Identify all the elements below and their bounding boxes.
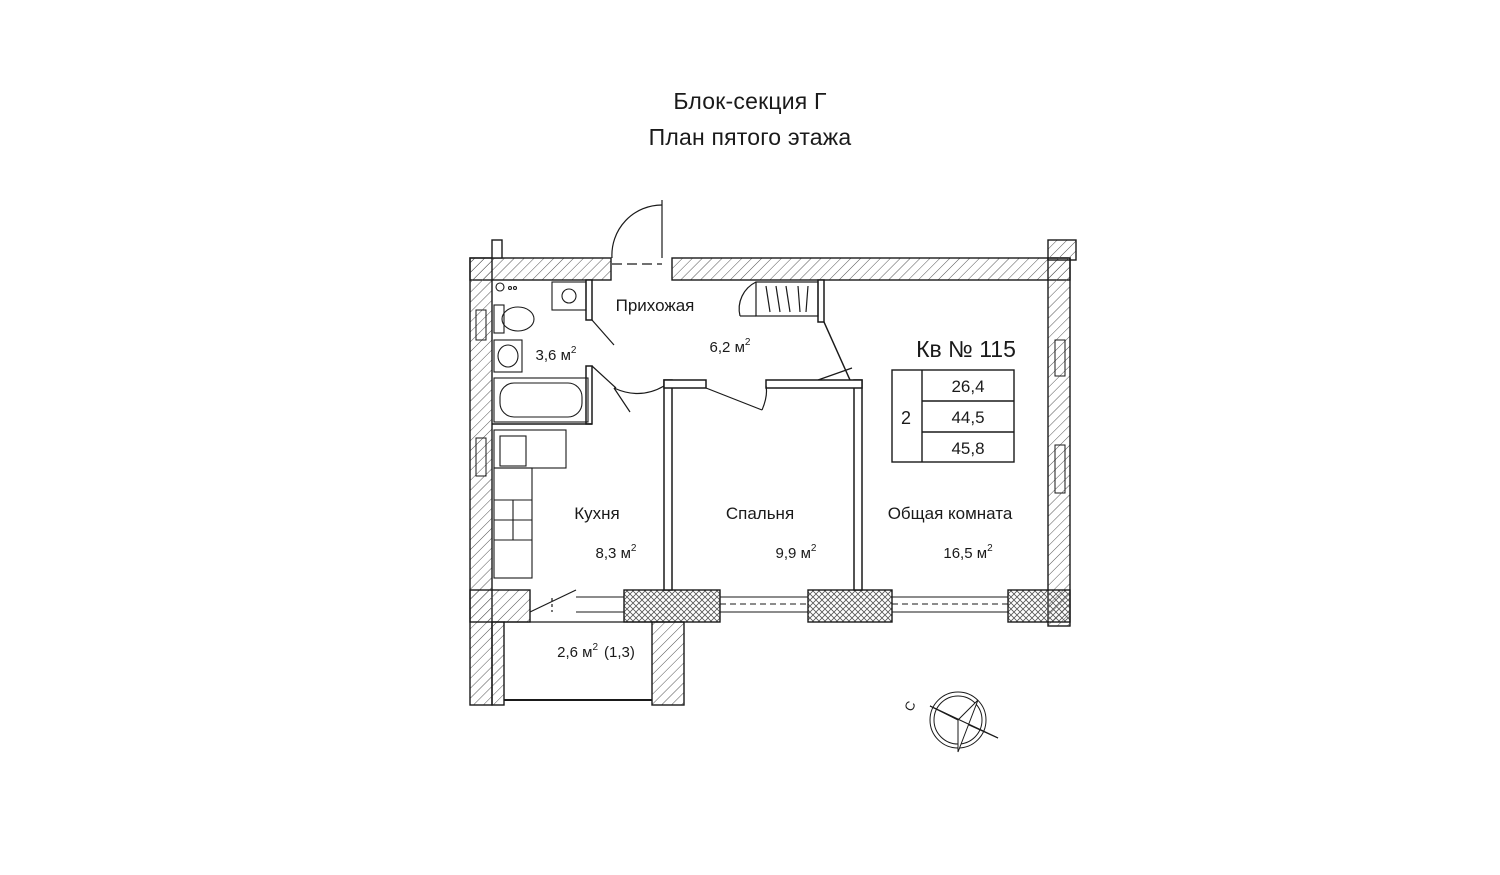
- area-total-balcony: 45,8: [951, 439, 984, 458]
- apartment-info-table: [891, 369, 1015, 463]
- windows: [475, 309, 1066, 613]
- living-room-area: 16,5 м2: [943, 543, 993, 562]
- kitchen-name: Кухня: [574, 504, 620, 523]
- balcony-area: 2,6 м2(1,3): [557, 642, 635, 661]
- plan-title-line2: План пятого этажа: [648, 124, 852, 150]
- bathroom-fixtures: [493, 281, 589, 423]
- plan-title-line1: Блок-секция Г: [673, 88, 827, 114]
- kitchen-area: 8,3 м2: [596, 543, 637, 562]
- interior-walls: [492, 279, 863, 591]
- compass-letter: С: [901, 699, 919, 714]
- living-room-name: Общая комната: [888, 504, 1013, 523]
- outer-walls: [469, 239, 1077, 706]
- bedroom-name: Спальня: [726, 504, 794, 523]
- area-total: 44,5: [951, 408, 984, 427]
- area-living: 26,4: [951, 377, 984, 396]
- rooms-count: 2: [901, 408, 911, 428]
- bathroom-area: 3,6 м2: [536, 345, 577, 364]
- bedroom-area: 9,9 м2: [776, 543, 817, 562]
- north-compass-icon: [929, 691, 999, 753]
- hallway-name: Прихожая: [616, 296, 695, 315]
- kitchen-fixtures: [493, 429, 567, 579]
- hallway-area: 6,2 м2: [710, 337, 751, 356]
- apartment-number: Кв № 115: [916, 336, 1016, 362]
- doors: [529, 200, 853, 613]
- wardrobe: [738, 281, 819, 317]
